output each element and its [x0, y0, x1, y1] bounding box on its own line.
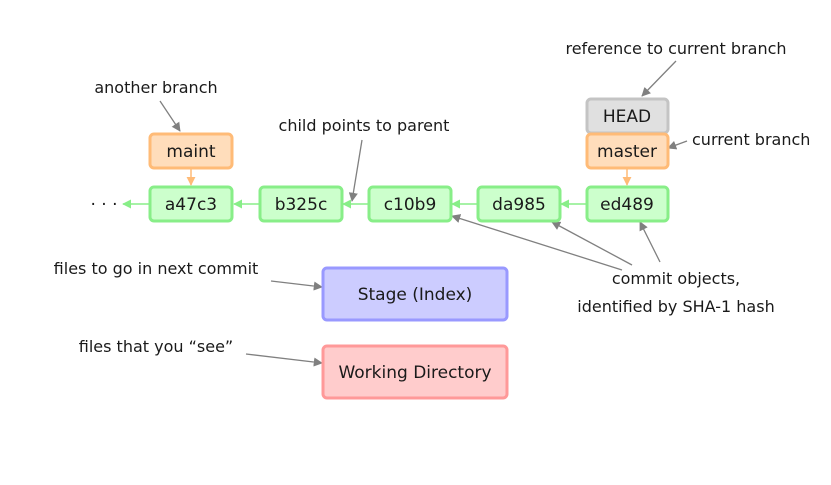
- annotation-commit-objects-line2: identified by SHA-1 hash: [577, 297, 774, 316]
- commit-hash: c10b9: [384, 195, 437, 215]
- arrow-next-commit: [270, 280, 323, 291]
- commit-hash: b325c: [275, 195, 328, 215]
- arrow-another-branch: [159, 100, 181, 132]
- stage-label: Stage (Index): [358, 285, 473, 305]
- head-ref: HEAD: [585, 97, 670, 135]
- arrow-commit-obj-ed489: [639, 221, 661, 263]
- arrow-current-branch: [667, 140, 688, 150]
- commit-a47c3: a47c3: [148, 185, 234, 223]
- arrow-reference-current: [641, 60, 677, 97]
- branch-pointer-arrows: [186, 169, 632, 186]
- branch-label: maint: [166, 142, 215, 162]
- head-label: HEAD: [603, 107, 651, 127]
- commit-b325c: b325c: [258, 185, 344, 223]
- branch-master: master: [585, 132, 670, 170]
- annotation-next-commit: files to go in next commit: [54, 259, 259, 278]
- history-ellipsis: · · ·: [90, 195, 117, 215]
- commit-hash: da985: [492, 195, 546, 215]
- annotation-arrows: [159, 60, 688, 367]
- arrow-commit-obj-c10b9: [451, 214, 623, 271]
- branch-maint: maint: [148, 132, 234, 170]
- commit-hash: ed489: [600, 195, 654, 215]
- annotation-reference-current: reference to current branch: [565, 39, 786, 58]
- commit-c10b9: c10b9: [367, 185, 453, 223]
- annotation-another-branch: another branch: [94, 78, 217, 97]
- annotation-commit-objects-line1: commit objects,: [612, 269, 740, 288]
- commit-da985: da985: [476, 185, 562, 223]
- commit-ed489: ed489: [585, 185, 670, 223]
- working-directory-label: Working Directory: [338, 363, 491, 383]
- annotation-child-points: child points to parent: [279, 116, 450, 135]
- stage-index-box: Stage (Index): [321, 266, 509, 322]
- branch-label: master: [597, 142, 657, 162]
- arrow-commit-obj-da985: [551, 221, 633, 266]
- annotation-you-see: files that you “see”: [79, 337, 233, 356]
- working-directory-box: Working Directory: [321, 344, 509, 400]
- arrow-you-see: [245, 353, 323, 367]
- arrow-child-points: [348, 139, 363, 202]
- annotation-current-branch: current branch: [692, 130, 810, 149]
- commit-hash: a47c3: [165, 195, 217, 215]
